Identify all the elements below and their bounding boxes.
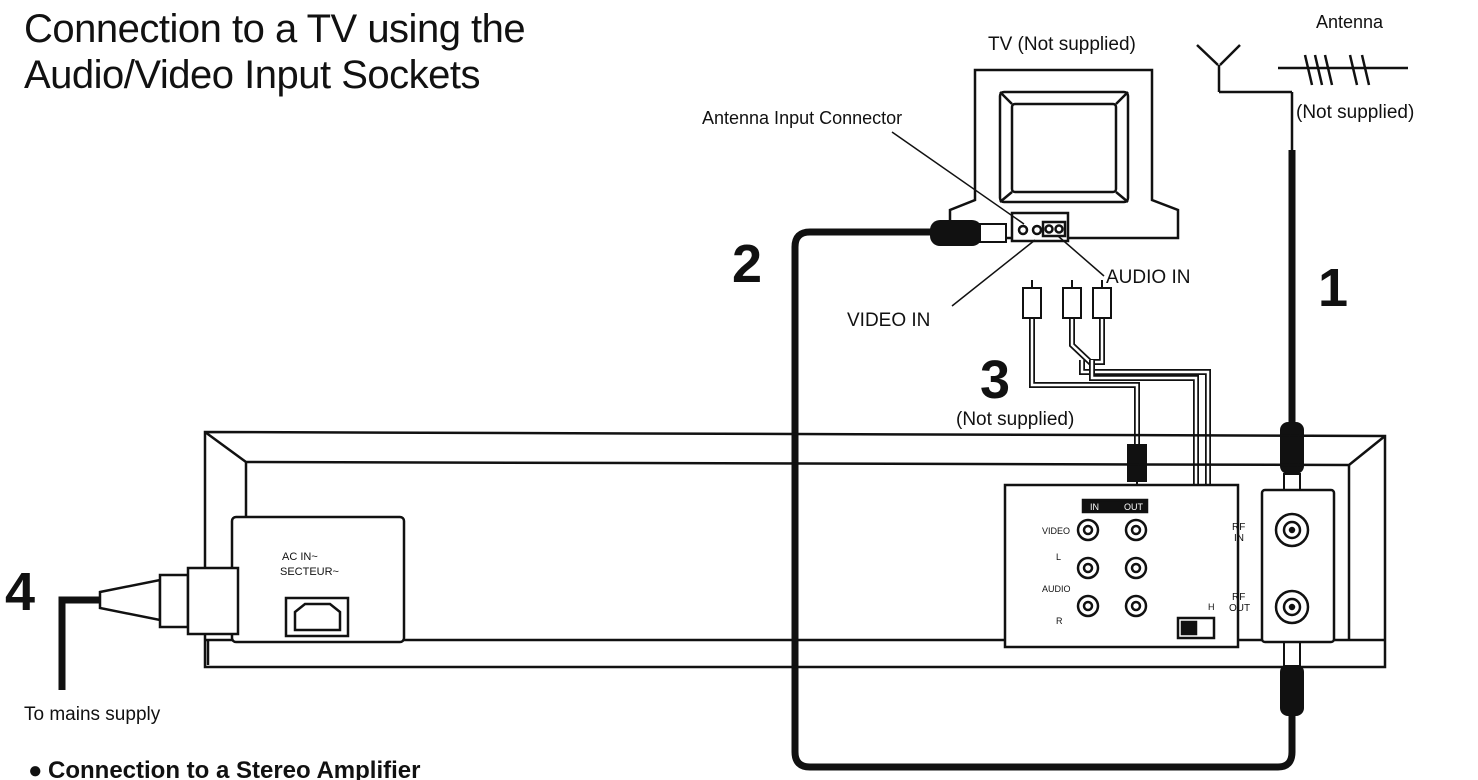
rf-panel <box>1260 488 1336 644</box>
title-line-1: Connection to a TV using the <box>24 7 526 51</box>
video-in-pointer <box>951 239 1036 307</box>
av-terminal-panel <box>1003 483 1240 649</box>
to-mains-label: To mains supply <box>24 704 161 725</box>
rf-out-label-1: RF <box>1232 592 1245 603</box>
panel-h-label: H <box>1208 602 1215 612</box>
cable-2 <box>791 220 1304 771</box>
antenna-input-connector-label: Antenna Input Connector <box>702 108 902 128</box>
panel-in-label: IN <box>1090 502 1099 512</box>
panel-video-label: VIDEO <box>1042 526 1070 536</box>
audio-in-label: AUDIO IN <box>1106 267 1190 288</box>
av-plugs-tv-end <box>1022 280 1112 319</box>
ac-inlet-panel <box>230 515 406 644</box>
antenna-not-supplied-label: (Not supplied) <box>1296 102 1414 123</box>
panel-l-label: L <box>1056 552 1061 562</box>
secteur-label: SECTEUR~ <box>280 566 339 578</box>
page-title: Connection to a TV using the Audio/Video… <box>24 6 526 98</box>
tv-icon <box>948 68 1180 243</box>
cable-1 <box>1280 150 1304 505</box>
next-section-heading: Connection to a Stereo Amplifier <box>48 757 420 780</box>
bullet-icon: ● <box>28 757 43 780</box>
step-3-number: 3 <box>980 350 1010 410</box>
panel-r-label: R <box>1056 616 1063 626</box>
panel-audio-label: AUDIO <box>1042 584 1071 594</box>
antenna-icon <box>1196 44 1408 160</box>
step-4-number: 4 <box>5 562 35 622</box>
tv-label: TV (Not supplied) <box>988 34 1136 55</box>
rf-in-label-1: RF <box>1232 522 1245 533</box>
ac-in-label: AC IN~ <box>282 551 318 563</box>
rf-out-label-2: OUT <box>1229 603 1250 614</box>
panel-out-label: OUT <box>1124 502 1144 512</box>
step-1-number: 1 <box>1318 258 1348 318</box>
power-cord <box>58 566 240 690</box>
rf-in-label-2: IN <box>1234 533 1244 544</box>
title-line-2: Audio/Video Input Sockets <box>24 53 480 97</box>
cable-not-supplied-label: (Not supplied) <box>956 409 1074 430</box>
antenna-label: Antenna <box>1316 12 1384 32</box>
audio-in-pointer <box>1057 235 1105 277</box>
step-2-number: 2 <box>732 234 762 294</box>
video-in-label: VIDEO IN <box>847 310 930 331</box>
antenna-input-pointer <box>891 131 1025 225</box>
